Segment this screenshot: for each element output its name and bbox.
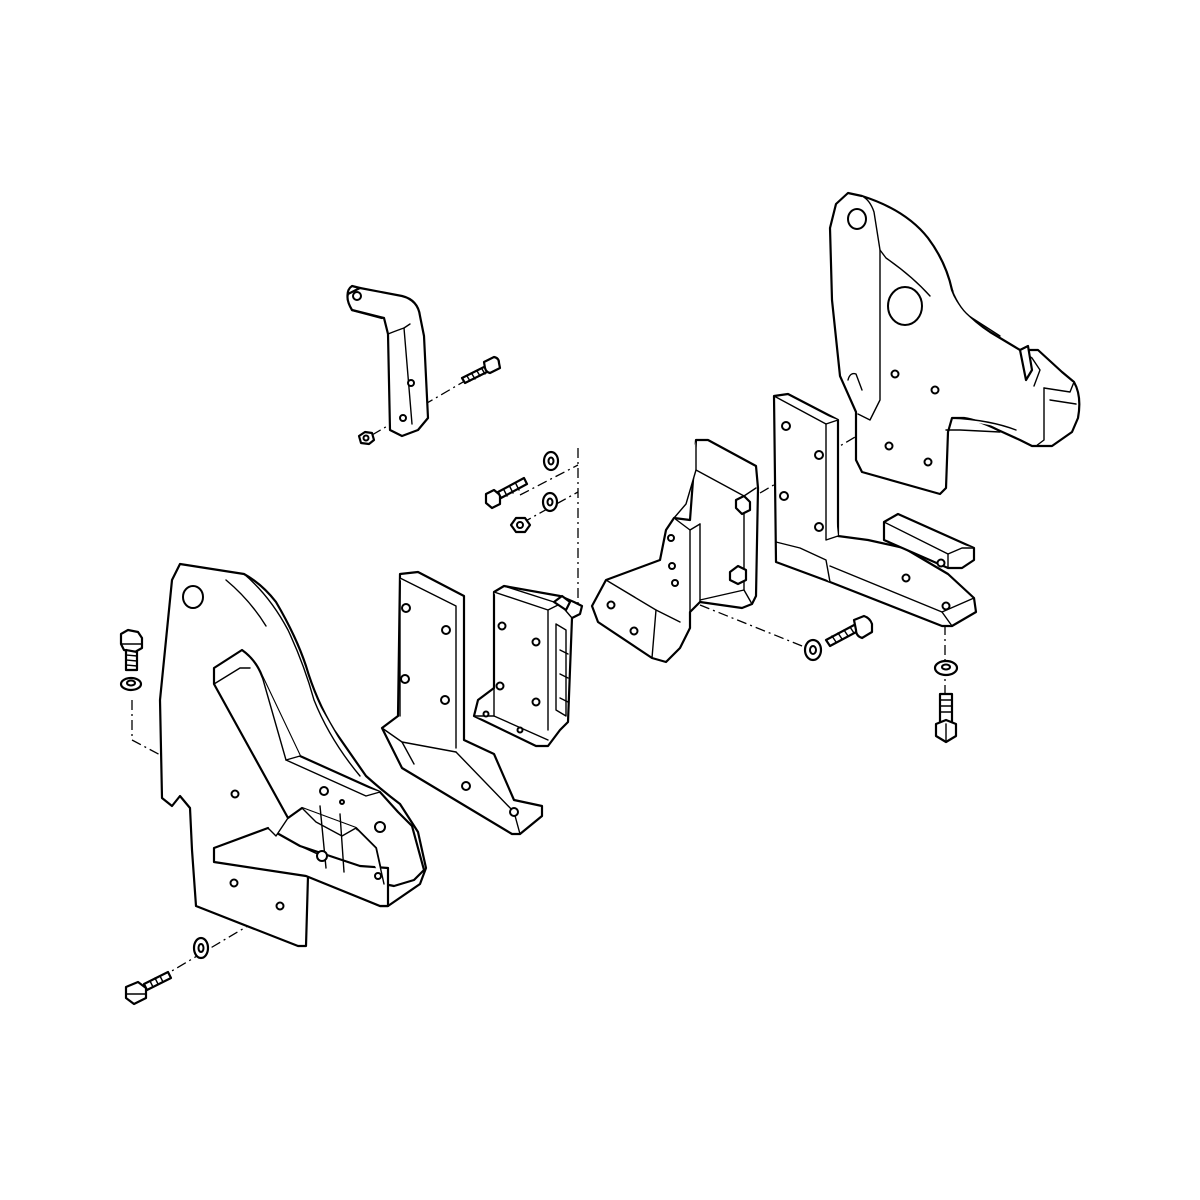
bolt [934,692,958,744]
washer [933,659,959,677]
clamp-block [472,584,584,748]
small-bracket-body [346,286,430,438]
left-side-plate [158,562,428,948]
bolt [484,476,529,510]
left-plate-top-hole [182,585,204,609]
leader-line [159,904,284,979]
bolt [119,628,144,672]
leader-line [699,604,813,651]
washer [803,638,823,662]
leader-line [519,464,579,496]
right-plate-large-hole [887,286,923,326]
angle-bracket [590,438,760,664]
leader-line [371,377,471,436]
nut [509,516,532,534]
bolt [124,970,173,1006]
bracket-hole [352,291,362,301]
flat-spacer-plate-left [380,570,544,836]
right-plate-top-hole [847,208,867,230]
bracket-hole [399,414,407,422]
small-bracket [346,284,430,438]
flat-spacer-plate-right [772,392,978,628]
bracket-hole [407,379,415,387]
washer [541,491,559,513]
bolt [460,355,502,385]
washer [542,450,560,472]
washer [119,676,143,692]
short-link-plate [882,512,976,570]
right-side-plate [828,191,1081,496]
nut [357,430,376,446]
bolt [824,614,874,648]
washer [192,936,210,960]
